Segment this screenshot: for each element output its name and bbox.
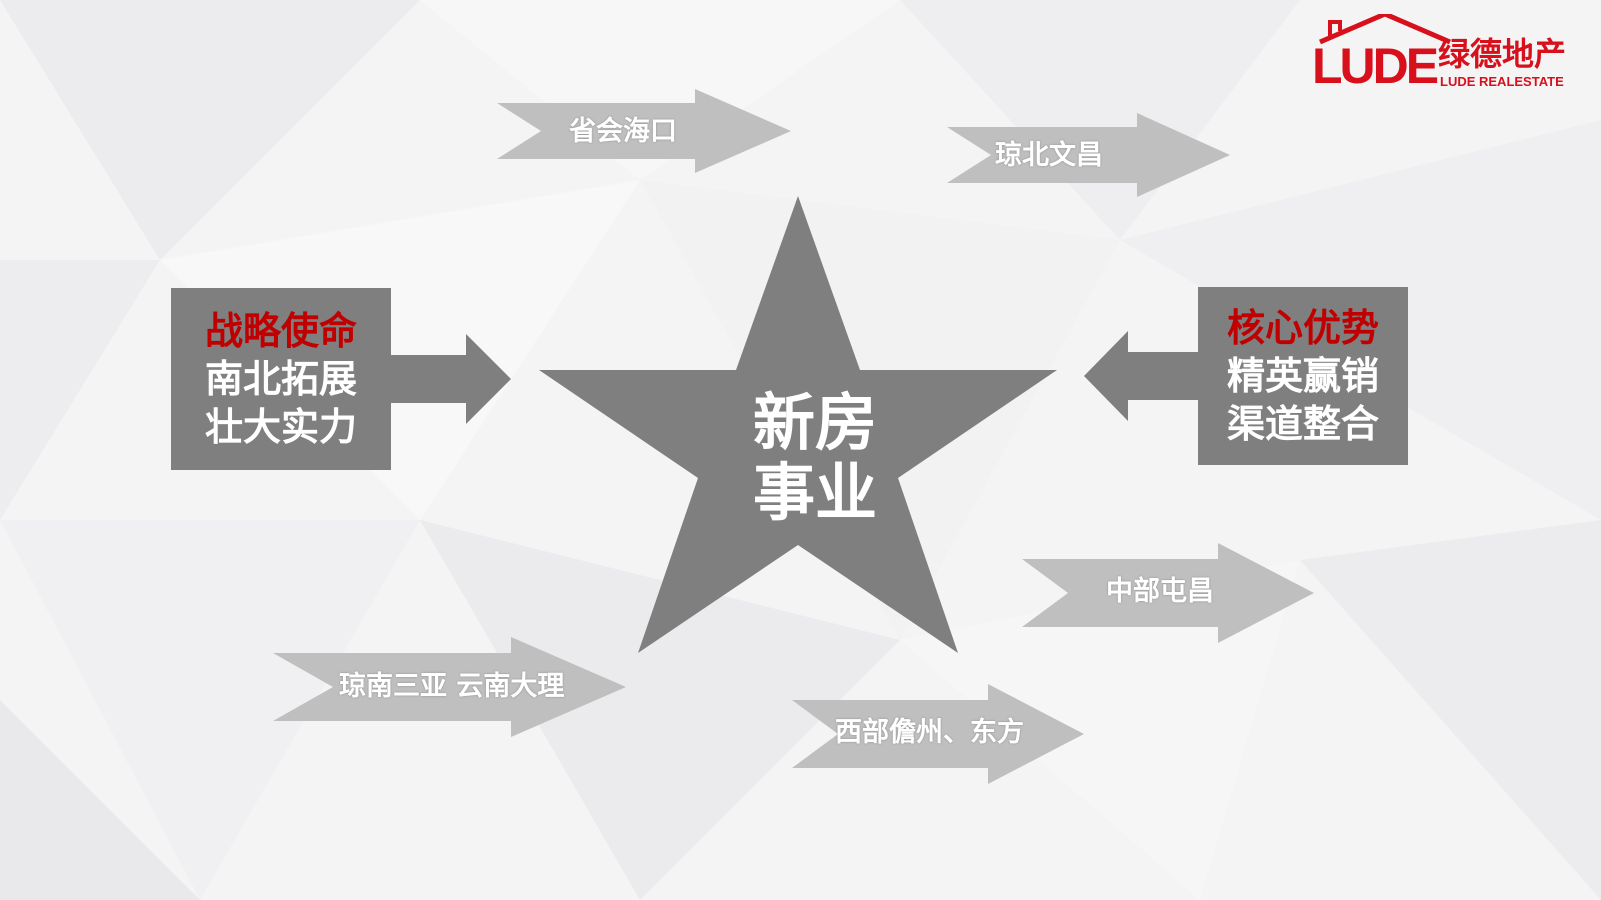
core-advantage-box: 核心优势 精英赢销 渠道整合 xyxy=(1198,287,1408,465)
label-wenchang: 琼北文昌 xyxy=(995,140,1103,171)
core-advantage-title: 核心优势 xyxy=(1226,306,1379,350)
arrow-danzhou-dongfang xyxy=(792,684,1084,784)
arrow-wenchang xyxy=(947,113,1230,197)
arrow-tunchang xyxy=(1022,543,1314,643)
strategy-mission-title: 战略使命 xyxy=(204,309,357,353)
label-danzhou-dongfang: 西部儋州、东方 xyxy=(835,717,1024,748)
arrow-haikou xyxy=(497,89,791,173)
arrow-left-to-center xyxy=(390,334,511,424)
strategy-mission-line-3: 壮大实力 xyxy=(204,405,357,449)
core-advantage-line-2: 精英赢销 xyxy=(1226,354,1379,398)
arrow-right-to-center xyxy=(1084,331,1200,421)
arrow-sanya-dali xyxy=(273,637,626,737)
house-roof-icon xyxy=(1319,11,1451,45)
logo-name-en: LUDE REALESTATE xyxy=(1440,74,1564,89)
center-title-line-2: 事业 xyxy=(752,456,877,529)
center-title-line-1: 新房 xyxy=(752,386,877,459)
label-haikou: 省会海口 xyxy=(569,116,677,147)
company-logo: LUDE 绿德地产 LUDE REALESTATE xyxy=(1310,11,1590,94)
logo-name-cn: 绿德地产 xyxy=(1438,35,1567,73)
strategy-mission-line-2: 南北拓展 xyxy=(204,357,357,401)
core-advantage-line-3: 渠道整合 xyxy=(1226,402,1379,446)
center-title: 新房 事业 xyxy=(700,388,930,528)
strategy-mission-box: 战略使命 南北拓展 壮大实力 xyxy=(171,288,391,470)
center-star xyxy=(539,196,1057,653)
label-sanya-dali: 琼南三亚 云南大理 xyxy=(339,671,565,702)
label-tunchang: 中部屯昌 xyxy=(1106,576,1214,607)
logo-mark: LUDE xyxy=(1312,38,1439,94)
